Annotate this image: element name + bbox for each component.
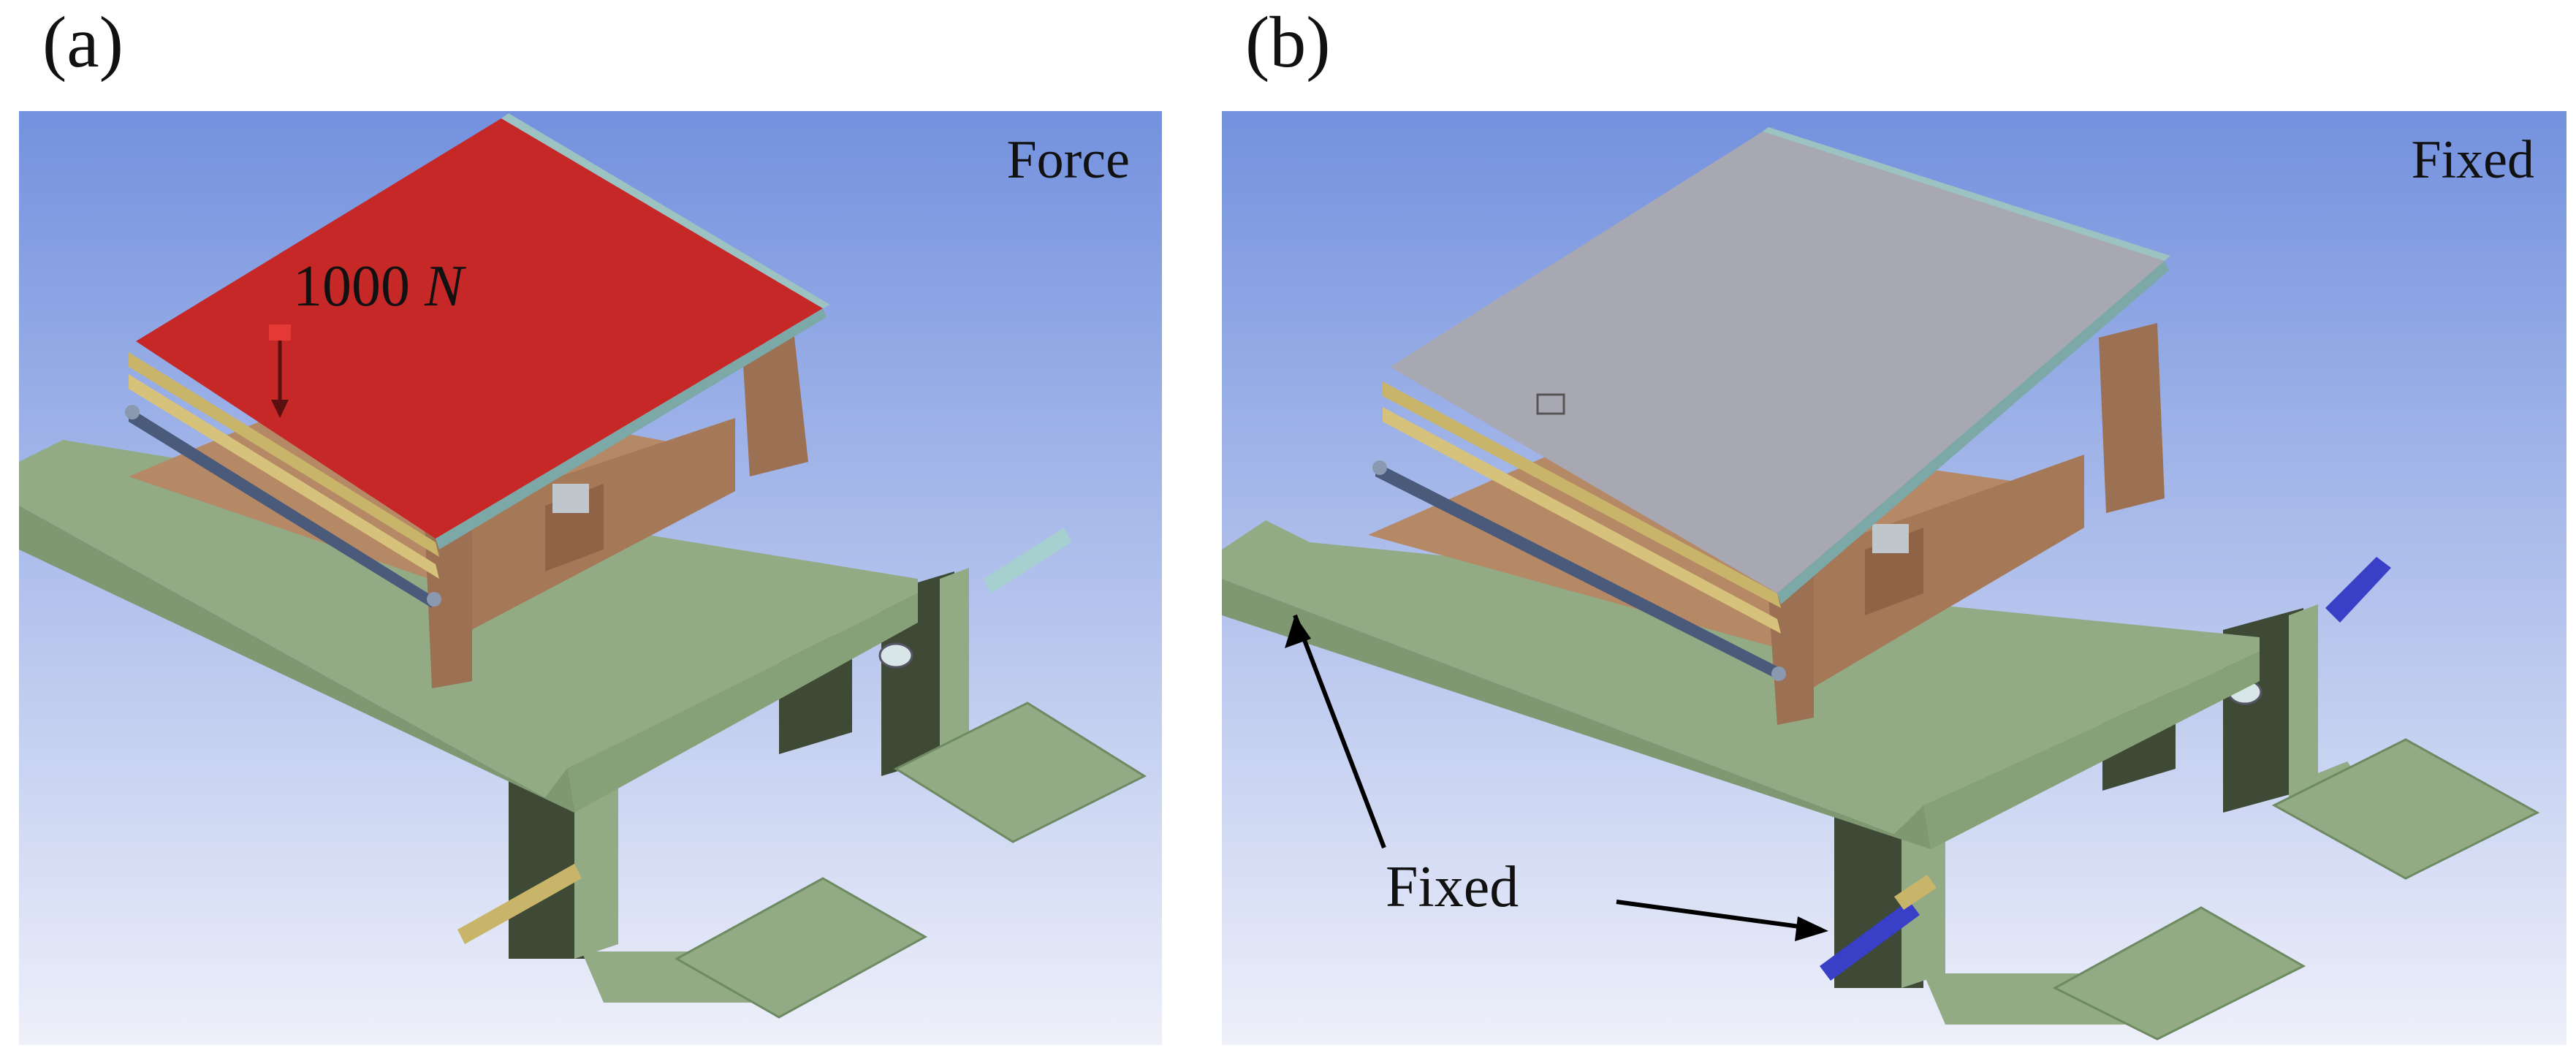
panel-b-model [1222, 111, 2566, 1045]
gold-rail-upper [1383, 381, 1781, 608]
pulley-block [1872, 524, 1909, 553]
panel-a-model [19, 111, 1162, 1045]
top-plate [1390, 132, 2165, 593]
top-plate-back-edge [1763, 127, 2170, 261]
fixed-support-annotation: Fixed [1386, 855, 1519, 919]
panel-b-viewport: Fixed [1222, 111, 2566, 1045]
base-plate-edge [1222, 579, 1931, 849]
load-value: 1000 [293, 254, 410, 319]
base-plate-top [1222, 520, 2260, 835]
right-fixed-shaft [2325, 557, 2391, 623]
gold-rail-lower [1383, 407, 1781, 634]
panel-a-label: (a) [42, 1, 124, 83]
wood-right-post [2099, 323, 2165, 513]
rod-end-left [125, 405, 140, 419]
right-leg-side [940, 568, 969, 761]
top-plate-edge [436, 308, 827, 550]
rod-end-right [427, 592, 441, 607]
bolt [878, 642, 913, 669]
front-fixed-shaft [1820, 900, 1920, 981]
base-plate-side [567, 593, 918, 813]
right-foot-pad [2271, 738, 2540, 880]
fixed-corner-label: Fixed [2411, 130, 2534, 190]
load-unit: N [425, 254, 464, 319]
right-foot-pad [893, 702, 1147, 843]
top-plate-edge [1777, 261, 2169, 604]
right-shaft [984, 528, 1071, 593]
base-plate-side [1923, 652, 2260, 849]
pulley-block [552, 484, 589, 513]
marker-icon [1536, 393, 1565, 415]
load-value-label: 1000 N [293, 257, 463, 316]
force-arrow-icon [269, 324, 291, 418]
wood-right-post [742, 330, 808, 476]
panel-a-viewport: Force 1000 N [19, 111, 1162, 1045]
top-plate-back-edge [501, 113, 830, 308]
blue-rod [129, 407, 432, 608]
front-foot-pad [2052, 906, 2306, 1041]
wood-front-wall [1777, 455, 2084, 696]
front-shaft-collar [1894, 875, 1937, 910]
rod-end-right [1771, 666, 1786, 681]
front-leg [1834, 791, 1923, 988]
panel-b-label: (b) [1245, 1, 1331, 83]
load-surface [136, 118, 823, 539]
force-corner-label: Force [1006, 130, 1131, 190]
right-leg-side [2289, 604, 2318, 798]
front-foot-pad [674, 877, 928, 1019]
pointer-arrow-icon [1285, 614, 1828, 941]
blue-rod [1375, 462, 1781, 681]
front-shaft [457, 864, 582, 944]
gold-rail-lower [129, 374, 439, 579]
rod-end-left [1372, 460, 1387, 475]
gold-rail-upper [129, 352, 439, 557]
